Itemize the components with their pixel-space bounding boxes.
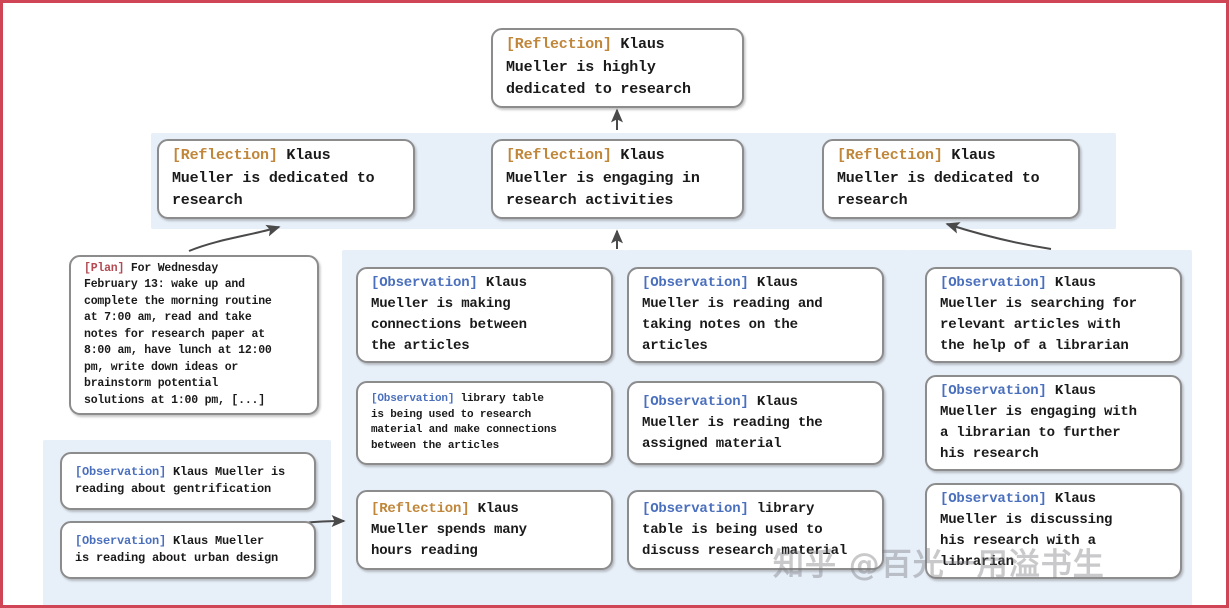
node-col1-reflection-body: Klaus Mueller spends many hours reading xyxy=(371,500,527,559)
node-col1-observation-2-body: library table is being used to research … xyxy=(371,393,557,452)
node-col1-observation-1-body: Klaus Mueller is making connections betw… xyxy=(371,275,527,354)
node-col1-reflection[interactable]: [Reflection] Klaus Mueller spends many h… xyxy=(356,490,613,570)
node-observation-bottom-left-1-body: Klaus Mueller is reading about gentrific… xyxy=(75,464,286,497)
tag-reflection: [Reflection] xyxy=(172,147,278,165)
node-reflection-left[interactable]: [Reflection] Klaus Mueller is dedicated … xyxy=(157,139,415,219)
node-plan[interactable]: [Plan] For Wednesday February 13: wake u… xyxy=(69,255,319,415)
node-col3-observation-2-text: [Observation] Klaus Mueller is engaging … xyxy=(927,377,1180,469)
tag-observation: [Observation] xyxy=(75,533,167,548)
tag-observation: [Observation] xyxy=(642,393,749,410)
node-reflection-right-text: [Reflection] Klaus Mueller is dedicated … xyxy=(824,141,1078,217)
node-col1-observation-2-text: [Observation] library table is being use… xyxy=(358,388,611,458)
tag-reflection: [Reflection] xyxy=(506,36,612,54)
tag-observation: [Observation] xyxy=(940,275,1047,291)
node-observation-bottom-left-2-text: [Observation] Klaus Mueller is reading a… xyxy=(62,529,314,572)
node-observation-bottom-left-1-text: [Observation] Klaus Mueller is reading a… xyxy=(62,460,314,503)
node-col3-observation-1-text: [Observation] Klaus Mueller is searching… xyxy=(927,269,1180,361)
node-col2-observation-1[interactable]: [Observation] Klaus Mueller is reading a… xyxy=(627,267,884,363)
node-col3-observation-3[interactable]: [Observation] Klaus Mueller is discussin… xyxy=(925,483,1182,579)
node-observation-bottom-left-2-body: Klaus Mueller is reading about urban des… xyxy=(75,533,279,566)
node-reflection-left-body: Klaus Mueller is dedicated to research xyxy=(172,147,375,210)
node-observation-bottom-left-2[interactable]: [Observation] Klaus Mueller is reading a… xyxy=(60,521,316,579)
node-col2-observation-1-body: Klaus Mueller is reading and taking note… xyxy=(642,275,823,354)
node-reflection-center-text: [Reflection] Klaus Mueller is engaging i… xyxy=(493,141,742,217)
edge-plan-to-reflection-left xyxy=(188,224,281,252)
tag-reflection: [Reflection] xyxy=(371,500,470,517)
node-root-reflection[interactable]: [Reflection] Klaus Mueller is highly ded… xyxy=(491,28,744,108)
tag-observation: [Observation] xyxy=(371,393,455,405)
node-reflection-left-text: [Reflection] Klaus Mueller is dedicated … xyxy=(159,141,413,217)
node-col1-observation-2[interactable]: [Observation] library table is being use… xyxy=(356,381,613,465)
node-col2-observation-2-text: [Observation] Klaus Mueller is reading t… xyxy=(629,388,882,459)
tag-observation: [Observation] xyxy=(75,464,167,479)
node-col3-observation-2-body: Klaus Mueller is engaging with a librari… xyxy=(940,383,1137,462)
node-col3-observation-3-body: Klaus Mueller is discussing his research… xyxy=(940,491,1113,570)
node-col3-observation-1-body: Klaus Mueller is searching for relevant … xyxy=(940,275,1137,354)
tag-observation: [Observation] xyxy=(940,383,1047,399)
tag-plan: [Plan] xyxy=(84,261,125,275)
node-root-reflection-body: Klaus Mueller is highly dedicated to res… xyxy=(506,36,691,99)
node-reflection-center-body: Klaus Mueller is engaging in research ac… xyxy=(506,147,700,210)
node-col2-observation-3-text: [Observation] library table is being use… xyxy=(629,495,882,566)
node-col3-observation-1[interactable]: [Observation] Klaus Mueller is searching… xyxy=(925,267,1182,363)
node-plan-text: [Plan] For Wednesday February 13: wake u… xyxy=(71,257,317,414)
node-reflection-right[interactable]: [Reflection] Klaus Mueller is dedicated … xyxy=(822,139,1080,219)
tag-reflection: [Reflection] xyxy=(837,147,943,165)
tag-observation: [Observation] xyxy=(642,500,749,517)
tag-observation: [Observation] xyxy=(642,275,749,291)
node-plan-body: For Wednesday February 13: wake up and c… xyxy=(84,261,272,407)
tag-observation: [Observation] xyxy=(940,491,1047,507)
node-col3-observation-3-text: [Observation] Klaus Mueller is discussin… xyxy=(927,485,1180,577)
node-col3-observation-2[interactable]: [Observation] Klaus Mueller is engaging … xyxy=(925,375,1182,471)
node-col2-observation-1-text: [Observation] Klaus Mueller is reading a… xyxy=(629,269,882,361)
tag-observation: [Observation] xyxy=(371,275,478,291)
node-col1-observation-1[interactable]: [Observation] Klaus Mueller is making co… xyxy=(356,267,613,363)
node-col2-observation-2-body: Klaus Mueller is reading the assigned ma… xyxy=(642,393,823,452)
node-col2-observation-2[interactable]: [Observation] Klaus Mueller is reading t… xyxy=(627,381,884,465)
tag-reflection: [Reflection] xyxy=(506,147,612,165)
node-col2-observation-3[interactable]: [Observation] library table is being use… xyxy=(627,490,884,570)
node-col2-observation-3-body: library table is being used to discuss r… xyxy=(642,500,848,559)
node-reflection-center[interactable]: [Reflection] Klaus Mueller is engaging i… xyxy=(491,139,744,219)
node-col1-reflection-text: [Reflection] Klaus Mueller spends many h… xyxy=(358,495,611,566)
node-observation-bottom-left-1[interactable]: [Observation] Klaus Mueller is reading a… xyxy=(60,452,316,510)
node-reflection-right-body: Klaus Mueller is dedicated to research xyxy=(837,147,1040,210)
node-root-reflection-text: [Reflection] Klaus Mueller is highly ded… xyxy=(493,30,742,106)
node-col1-observation-1-text: [Observation] Klaus Mueller is making co… xyxy=(358,269,611,361)
